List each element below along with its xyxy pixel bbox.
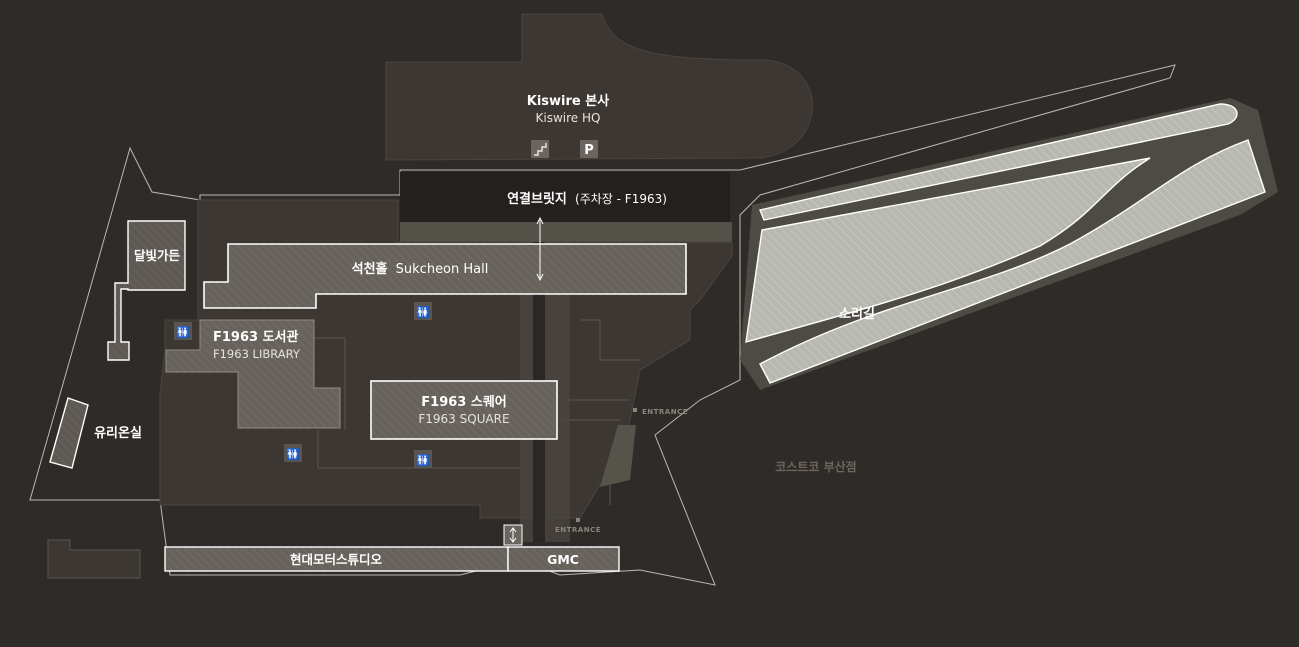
library-label-ko: F1963 도서관 (213, 329, 299, 345)
bridge-arrow-head-up (536, 216, 544, 225)
bridge-band (400, 172, 730, 222)
svg-text:🚻: 🚻 (416, 454, 430, 467)
stairs-icon (531, 140, 549, 158)
gmc-building[interactable] (507, 546, 620, 572)
sukcheon-hall-label-ko: 석천홀 (352, 261, 388, 277)
sound-path-strip-lower[interactable] (759, 139, 1266, 384)
east-wall-green (600, 425, 636, 487)
bridge-band-green (400, 222, 732, 242)
restroom-icon: 🚻 (284, 444, 302, 462)
moonlight-garden-area[interactable] (107, 220, 186, 361)
svg-text:🚻: 🚻 (286, 448, 300, 461)
svg-text:🚻: 🚻 (176, 326, 190, 339)
costco-label: 코스트코 부산점 (775, 459, 856, 474)
kiswire-hq-label-ko: Kiswire 본사 (527, 93, 609, 109)
bridge-label-detail: (주차장 - F1963) (575, 192, 667, 206)
hyundai-motor-studio-building[interactable] (164, 546, 509, 572)
bridge-arrow-head-down (536, 273, 544, 282)
bridge-label-name: 연결브릿지 (507, 191, 567, 207)
svg-text:P: P (584, 143, 594, 158)
kiswire-hq-building[interactable] (385, 13, 813, 161)
sukcheon-hall-label: 석천홀 Sukcheon Hall (352, 261, 489, 277)
bridge-label: 연결브릿지 (주차장 - F1963) (507, 191, 667, 207)
sound-path-label: 소리길 (839, 306, 875, 322)
sound-path-strip-middle[interactable] (745, 157, 1151, 343)
square-label-en: F1963 SQUARE (418, 412, 509, 426)
gmc-label: GMC (547, 552, 579, 567)
library-label-en: F1963 LIBRARY (213, 347, 301, 361)
entrance-label-east: ENTRANCE (642, 408, 688, 416)
moonlight-garden-label: 달빛가든 (134, 248, 181, 263)
sukcheon-hall-building[interactable] (203, 243, 687, 309)
parking-icon: P (580, 140, 598, 158)
restroom-icon: 🚻 (414, 450, 432, 468)
square-label-ko: F1963 스퀘어 (421, 394, 506, 410)
lower-left-lot (47, 539, 141, 579)
sound-path-strip-upper[interactable] (759, 103, 1238, 221)
library-building[interactable] (165, 319, 341, 429)
kiswire-hq-label-en: Kiswire HQ (536, 111, 601, 125)
restroom-icon: 🚻 (174, 322, 192, 340)
glass-greenhouse-label: 유리온실 (94, 425, 142, 441)
entrance-label-south: ENTRANCE (555, 526, 601, 534)
sukcheon-hall-label-en: Sukcheon Hall (396, 262, 489, 277)
svg-text:🚻: 🚻 (416, 306, 430, 319)
restroom-icon: 🚻 (414, 302, 432, 320)
square-building[interactable] (370, 380, 558, 440)
glass-greenhouse-building[interactable] (49, 397, 89, 469)
elevator-icon (503, 524, 523, 546)
entrance-marker-east (633, 408, 637, 412)
hyundai-motor-studio-label: 현대모터스튜디오 (290, 552, 383, 567)
entrance-marker-south (576, 518, 580, 522)
interior-corridor-lines (290, 319, 640, 505)
